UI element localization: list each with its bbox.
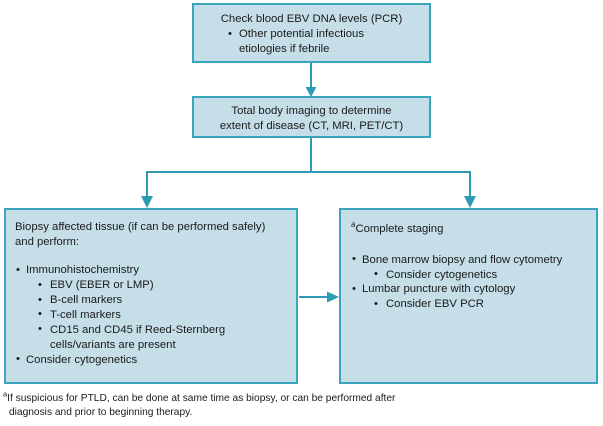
list-item: Consider cytogenetics	[15, 352, 288, 368]
list-item: Consider EBV PCR	[374, 297, 590, 312]
list-item: T-cell markers	[38, 307, 288, 323]
list-item-label: Immunohistochemistry	[26, 264, 140, 277]
connector-ebv-to-imaging	[305, 63, 317, 97]
list-item-label: CD15 and CD45 if Reed-Sternberg	[50, 323, 226, 336]
bullet-line-2: etiologies if febrile	[239, 42, 330, 55]
list-item-label: EBV (EBER or LMP)	[50, 279, 154, 292]
list-item-label: Consider cytogenetics	[26, 353, 138, 366]
list-item: Bone marrow biopsy and flow cytometry Co…	[351, 252, 590, 283]
footnote-line-1: If suspicious for PTLD, can be done at s…	[7, 393, 396, 404]
list-item: Consider cytogenetics	[374, 267, 590, 283]
list-item-label: T-cell markers	[50, 308, 121, 321]
node-ebv-bullets: Other potential infectious etiologies if…	[204, 26, 419, 56]
node-imaging-line-2: extent of disease (CT, MRI, PET/CT)	[219, 119, 404, 132]
connector-biopsy-to-staging	[299, 291, 339, 303]
node-biopsy-sublist: EBV (EBER or LMP) B-cell markers T-cell …	[26, 278, 288, 353]
list-item: CD15 and CD45 if Reed-Sternberg cells/va…	[38, 322, 288, 353]
node-biopsy-heading-line-2: and perform:	[15, 235, 80, 248]
node-staging-heading: aComplete staging	[351, 220, 590, 237]
node-biopsy-affected-tissue[interactable]: Biopsy affected tissue (if can be perfor…	[4, 208, 298, 384]
node-biopsy-heading-line-1: Biopsy affected tissue (if can be perfor…	[15, 221, 266, 233]
connector-imaging-branch	[141, 138, 476, 208]
footnote-marker: a	[3, 389, 8, 399]
figure-footnote: aIf suspicious for PTLD, can be done at …	[3, 389, 563, 421]
list-item: Immunohistochemistry EBV (EBER or LMP) B…	[15, 263, 288, 352]
list-item-continuation: cells/variants are present	[50, 338, 176, 351]
list-item-label: B-cell markers	[50, 294, 123, 306]
footnote-marker: a	[351, 220, 356, 230]
node-staging-sublist: Consider cytogenetics	[362, 267, 590, 283]
list-item: EBV (EBER or LMP)	[38, 278, 288, 293]
list-item: B-cell markers	[38, 293, 288, 308]
list-item-label: Consider EBV PCR	[386, 298, 484, 311]
list-item-label: Consider cytogenetics	[386, 268, 498, 281]
node-ebv-title: Check blood EBV DNA levels (PCR)	[220, 13, 403, 25]
node-biopsy-list: Immunohistochemistry EBV (EBER or LMP) B…	[15, 263, 288, 367]
node-staging-heading-text: Complete staging	[355, 223, 444, 235]
node-imaging-line-1: Total body imaging to determine	[231, 105, 392, 117]
node-check-ebv-dna[interactable]: Check blood EBV DNA levels (PCR) Other p…	[192, 3, 431, 63]
node-complete-staging[interactable]: aComplete staging Bone marrow biopsy and…	[339, 208, 598, 384]
bullet-line-1: Other potential infectious	[239, 28, 364, 40]
node-total-body-imaging[interactable]: Total body imaging to determine extent o…	[192, 96, 431, 138]
list-item: Other potential infectious etiologies if…	[228, 26, 419, 56]
node-biopsy-heading: Biopsy affected tissue (if can be perfor…	[15, 220, 288, 249]
list-item-label: Bone marrow biopsy and flow cytometry	[362, 253, 563, 266]
list-item-label: Lumbar puncture with cytology	[362, 283, 516, 296]
node-staging-sublist: Consider EBV PCR	[362, 297, 590, 312]
footnote-line-2: diagnosis and prior to beginning therapy…	[9, 407, 193, 419]
node-staging-list: Bone marrow biopsy and flow cytometry Co…	[351, 252, 590, 313]
list-item: Lumbar puncture with cytology Consider E…	[351, 282, 590, 312]
